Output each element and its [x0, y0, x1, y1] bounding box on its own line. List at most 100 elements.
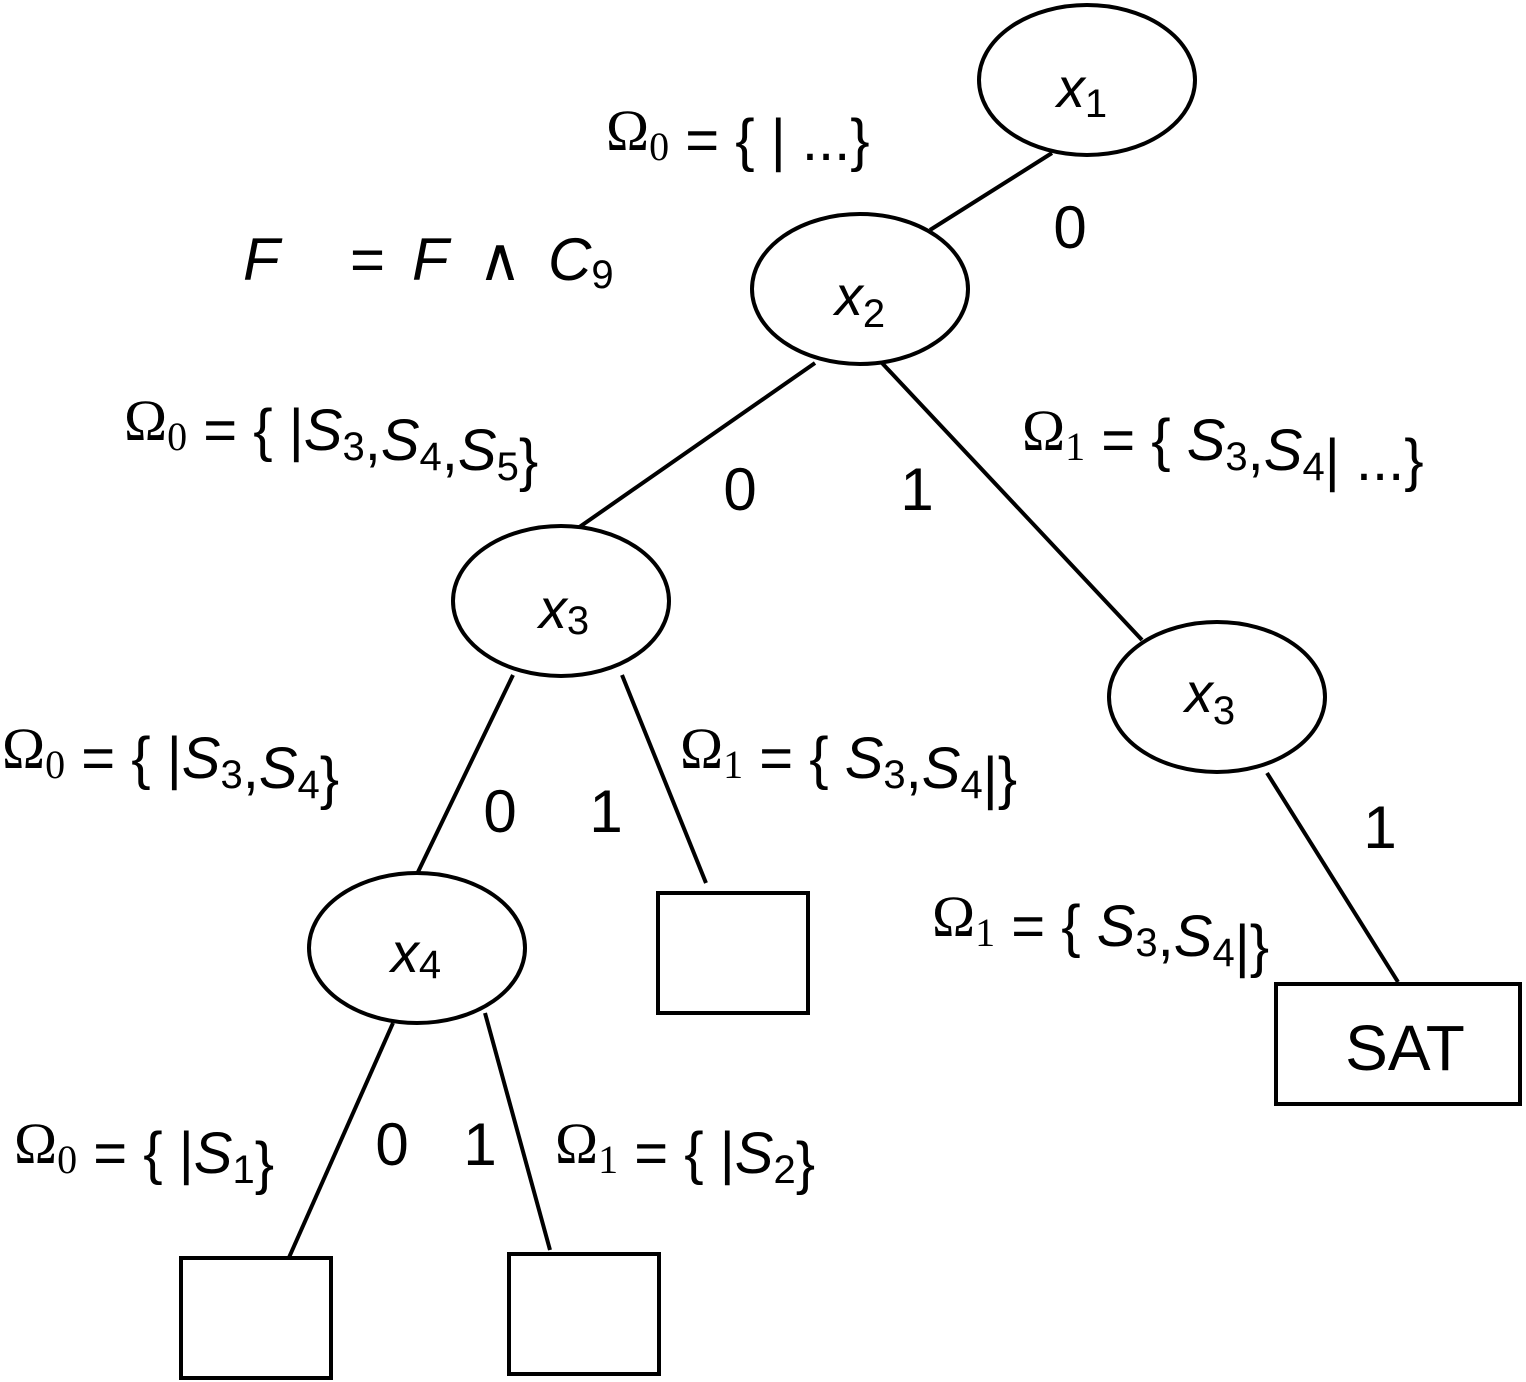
node-x2: x2 — [750, 212, 970, 366]
omega-text: Ω0 = { | ...} — [606, 98, 870, 173]
set-open-brace: { — [1061, 894, 1097, 959]
set-comma: , — [442, 418, 458, 483]
set-ellipsis: ... — [1340, 428, 1404, 493]
edge-x3-x4 — [416, 674, 515, 873]
set-ellipsis: ... — [786, 108, 850, 173]
omega-text: Ω0 = { |S3,S4,S5} — [124, 388, 538, 493]
omega-symbol: Ω — [2, 716, 45, 781]
set-close-brace: } — [519, 428, 538, 493]
node-x4: x4 — [307, 871, 527, 1025]
set-element-index: 4 — [1302, 445, 1324, 489]
set-element: S — [1187, 408, 1226, 473]
set-element-index: 3 — [1225, 435, 1247, 479]
set-bar: | — [983, 746, 998, 811]
set-element-index: 5 — [497, 445, 519, 489]
node-x4-var: x — [388, 921, 421, 984]
node-x1-index: 1 — [1085, 82, 1107, 126]
formula-clause: C — [548, 226, 592, 293]
leaf-conflict-1 — [656, 891, 810, 1015]
node-x3-right-index: 3 — [1213, 689, 1235, 733]
set-open-brace: { — [809, 726, 845, 791]
branch-label: 1 — [900, 456, 933, 523]
node-x2-var: x — [832, 264, 865, 327]
omega-equals: = — [618, 1121, 684, 1186]
set-element: S — [259, 736, 298, 801]
branch-label: 0 — [375, 1111, 408, 1178]
omega-symbol: Ω — [555, 1111, 598, 1176]
omega-text: Ω1 = { S3,S4|} — [932, 884, 1269, 979]
svg-text:x1: x1 — [1054, 56, 1107, 126]
set-open-brace: { — [1151, 408, 1187, 473]
omega-index: 1 — [598, 1137, 618, 1182]
branch-label: 0 — [483, 778, 516, 845]
edge-x2-x3-right — [880, 361, 1144, 642]
omega-equals: = — [187, 398, 253, 463]
leaf-sat-label: SAT — [1345, 1012, 1465, 1084]
edge-x4-leaf-right — [483, 1012, 552, 1251]
omega-symbol: Ω — [680, 716, 723, 781]
set-close-brace: } — [255, 1131, 274, 1196]
set-close-brace: } — [998, 746, 1017, 811]
set-element-index: 4 — [960, 763, 982, 807]
set-element: S — [381, 408, 420, 473]
omega-index: 1 — [1065, 424, 1085, 469]
set-element-index: 1 — [232, 1148, 254, 1192]
formula-clause-index: 9 — [591, 253, 613, 297]
set-bar: | — [771, 108, 786, 173]
set-element: S — [1097, 894, 1136, 959]
edge-x3-leaf — [620, 674, 708, 884]
set-element-index: 4 — [298, 763, 320, 807]
set-element: S — [304, 398, 343, 463]
set-element-index: 3 — [342, 425, 364, 469]
omega-symbol: Ω — [1022, 398, 1065, 463]
set-element: S — [1264, 418, 1303, 483]
omega-label-x2-1: Ω1 = { S3,S4| ...} — [1022, 398, 1424, 493]
set-element: S — [458, 418, 497, 483]
node-x2-index: 2 — [863, 292, 885, 336]
set-element: S — [194, 1121, 233, 1186]
set-comma: , — [1248, 418, 1264, 483]
omega-label-x4-1: Ω1 = { |S2} — [555, 1111, 815, 1196]
set-open-brace: { — [253, 398, 289, 463]
edge-x2-x3-left — [576, 361, 817, 530]
omega-symbol: Ω — [14, 1111, 57, 1176]
set-close-brace: } — [1250, 914, 1269, 979]
omega-label-x3r-1: Ω1 = { S3,S4|} — [932, 884, 1269, 979]
svg-text:x4: x4 — [388, 921, 441, 987]
set-element-index: 3 — [220, 753, 242, 797]
set-open-brace: { — [131, 726, 167, 791]
omega-label-root: Ω0 = { | ...} — [606, 98, 870, 173]
branch-label: 0 — [1053, 194, 1086, 261]
set-bar: | — [1235, 914, 1250, 979]
svg-text:x3: x3 — [1182, 661, 1235, 733]
omega-symbol: Ω — [606, 98, 649, 163]
set-element: S — [735, 1121, 774, 1186]
omega-equals: = — [65, 726, 131, 791]
set-bar: | — [1325, 428, 1340, 493]
branch-label: 1 — [589, 778, 622, 845]
formula-eq: = — [350, 226, 385, 293]
node-x3-left: x3 — [451, 524, 671, 678]
omega-index: 0 — [167, 414, 187, 459]
node-x3-right-var: x — [1182, 661, 1215, 724]
omega-text: Ω1 = { |S2} — [555, 1111, 815, 1196]
set-bar: | — [720, 1121, 735, 1186]
omega-text: Ω1 = { S3,S4|} — [680, 716, 1017, 811]
set-bar: | — [167, 726, 182, 791]
omega-equals: = — [1085, 408, 1151, 473]
set-close-brace: } — [796, 1131, 815, 1196]
omega-text: Ω1 = { S3,S4| ...} — [1022, 398, 1424, 493]
set-comma: , — [1158, 904, 1174, 969]
set-open-brace: { — [684, 1121, 720, 1186]
set-element-index: 4 — [420, 435, 442, 479]
formula: F = F ∧ C9 — [243, 226, 614, 297]
svg-text:x2: x2 — [832, 264, 885, 336]
set-open-brace: { — [735, 108, 771, 173]
node-x1-var: x — [1054, 56, 1087, 119]
leaf-conflict-2 — [179, 1256, 333, 1380]
omega-text: Ω0 = { |S3,S4} — [2, 716, 339, 811]
node-x1: x1 — [977, 3, 1197, 157]
set-element-index: 3 — [883, 753, 905, 797]
branch-label: 1 — [1363, 794, 1396, 861]
